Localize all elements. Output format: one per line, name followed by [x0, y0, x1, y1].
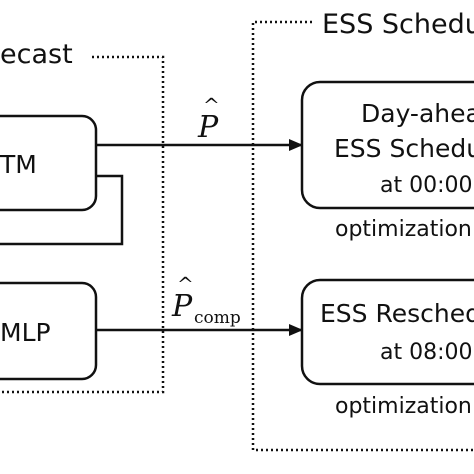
rescheduling-time: at 08:00: [380, 340, 473, 365]
forecast-group-title: ecast: [0, 39, 73, 70]
feedback-connector: [0, 174, 124, 246]
day-ahead-time: at 00:00: [380, 173, 473, 198]
lstm-model-label: TM: [0, 150, 37, 179]
compensated-signal-label: P: [171, 289, 193, 324]
compensated-signal-subscript: comp: [194, 308, 241, 328]
day-ahead-caption: optimization: [335, 217, 472, 242]
rescheduling-caption: optimization: [335, 394, 472, 419]
day-ahead-scheduling-box: [300, 80, 474, 210]
compensated-signal-hat: ^: [177, 272, 194, 296]
mlp-model-label: MLP: [0, 318, 51, 347]
ess-group-title: ESS Schedu: [322, 9, 474, 40]
forecast-signal-hat: ^: [203, 93, 220, 117]
forecast-signal-label: P: [197, 110, 219, 145]
rescheduling-line1: ESS Resched: [320, 299, 474, 328]
day-ahead-line1: Day-ahea: [361, 99, 474, 128]
rescheduling-box: [300, 278, 474, 386]
lstm-model-box: [0, 114, 98, 212]
day-ahead-line2: ESS Schedu: [334, 134, 474, 163]
forecast-group-boundary: [0, 55, 165, 394]
